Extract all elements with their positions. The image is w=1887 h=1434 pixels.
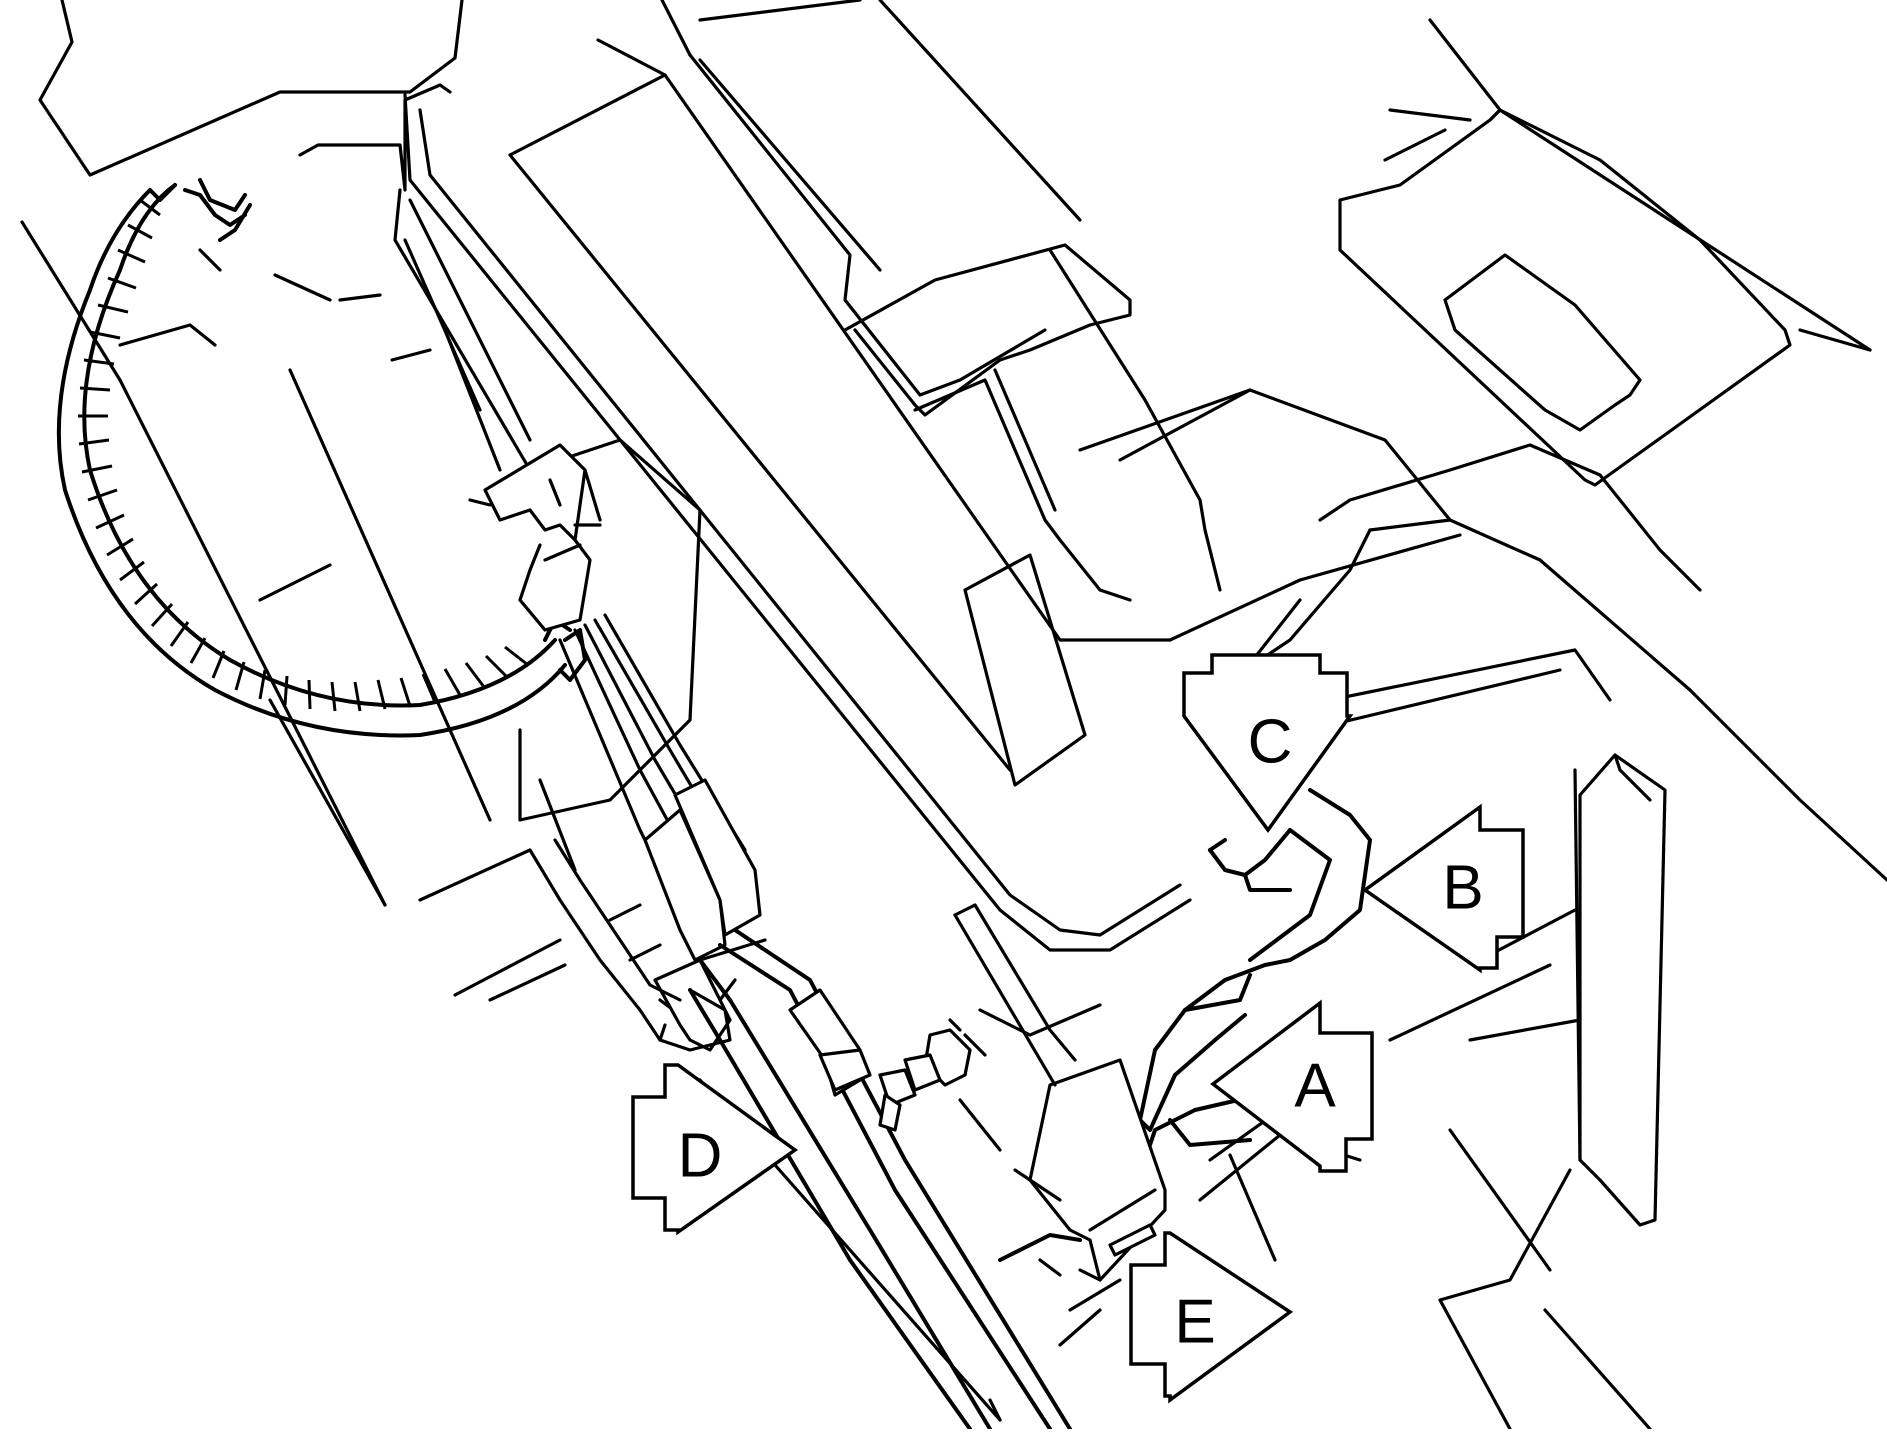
callout-b: B	[1361, 803, 1525, 974]
long-rod	[688, 928, 1072, 1431]
cylinder-sleeve	[643, 778, 767, 1052]
right-structure	[1078, 18, 1887, 882]
sensor-block	[953, 903, 1167, 1347]
callout-d-label: D	[678, 1122, 723, 1191]
callout-e-label: E	[1174, 1288, 1215, 1357]
callout-c-label: C	[1248, 708, 1293, 777]
callout-e: E	[1129, 1231, 1294, 1404]
hose-end	[528, 778, 732, 1052]
callout-c: C	[1182, 653, 1354, 833]
side-panel	[1573, 753, 1667, 1227]
mounting-bracket	[118, 83, 702, 822]
wiring-harness	[56, 178, 587, 738]
main-tray	[403, 0, 1192, 952]
callout-d: D	[631, 1063, 799, 1236]
callout-b-label: B	[1442, 854, 1483, 923]
label-plate	[963, 553, 1087, 787]
bolt-fitting	[878, 1018, 1032, 1182]
vehicle-body-outline	[20, 0, 567, 1002]
refrigerant-line	[998, 788, 1372, 1262]
upper-clip	[843, 243, 1222, 602]
callout-a: A	[1210, 999, 1374, 1173]
callout-a-label: A	[1294, 1052, 1336, 1121]
harness-connector	[468, 443, 602, 632]
